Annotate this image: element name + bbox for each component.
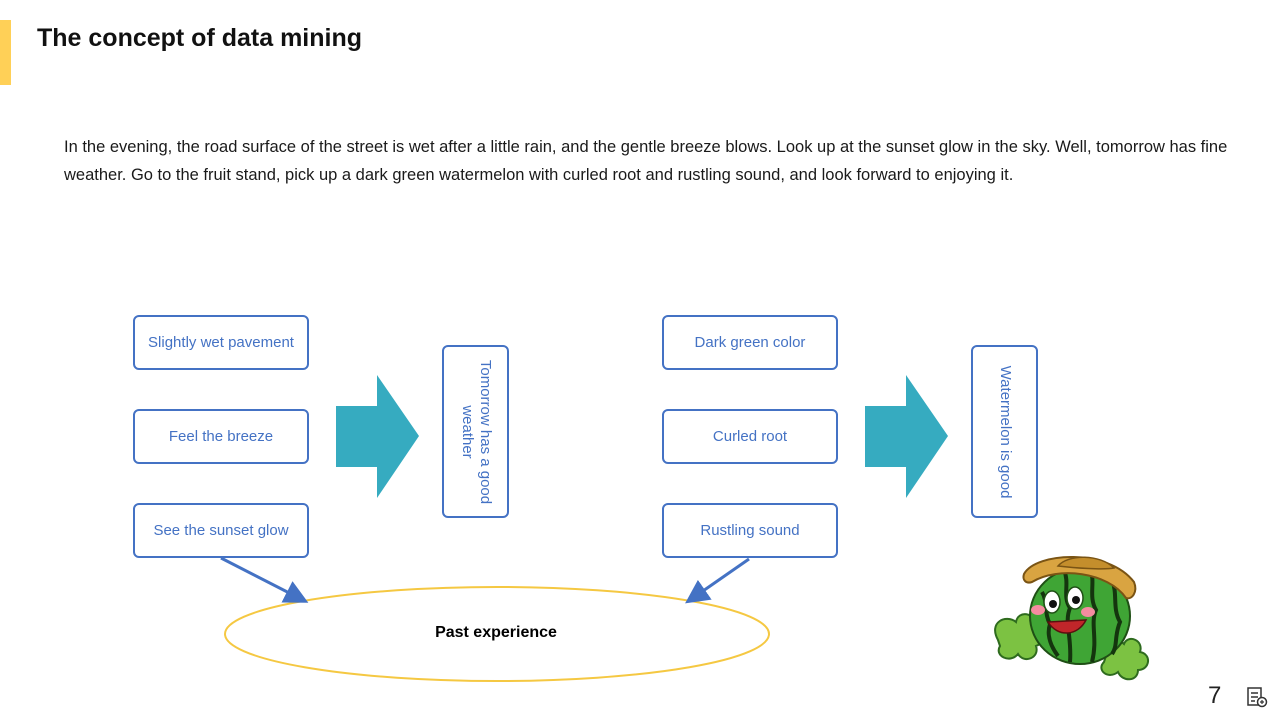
weather-conclusion-box: Tomorrow has a good weather [442,345,509,518]
melon-conclusion-box: Watermelon is good [971,345,1038,518]
melon-input-box-2: Curled root [662,409,838,464]
melon-input-box-3: Rustling sound [662,503,838,558]
past-experience-ellipse [224,586,770,682]
melon-input-box-1: Dark green color [662,315,838,370]
melon-big-arrow [865,375,948,498]
body-paragraph: In the evening, the road surface of the … [64,138,1228,184]
notes-icon[interactable] [1246,686,1268,708]
watermelon-mascot-icon [994,556,1149,681]
connector-arrow-right [685,557,750,604]
weather-input-box-3: See the sunset glow [133,503,309,558]
connector-arrow-left [220,556,309,603]
weather-input-box-2: Feel the breeze [133,409,309,464]
title-accent-bar [0,20,11,85]
past-experience-label: Past experience [435,624,557,641]
weather-input-box-1: Slightly wet pavement [133,315,309,370]
weather-big-arrow [336,375,419,498]
page-number: 7 [1208,682,1222,709]
slide-title: The concept of data mining [37,24,363,52]
